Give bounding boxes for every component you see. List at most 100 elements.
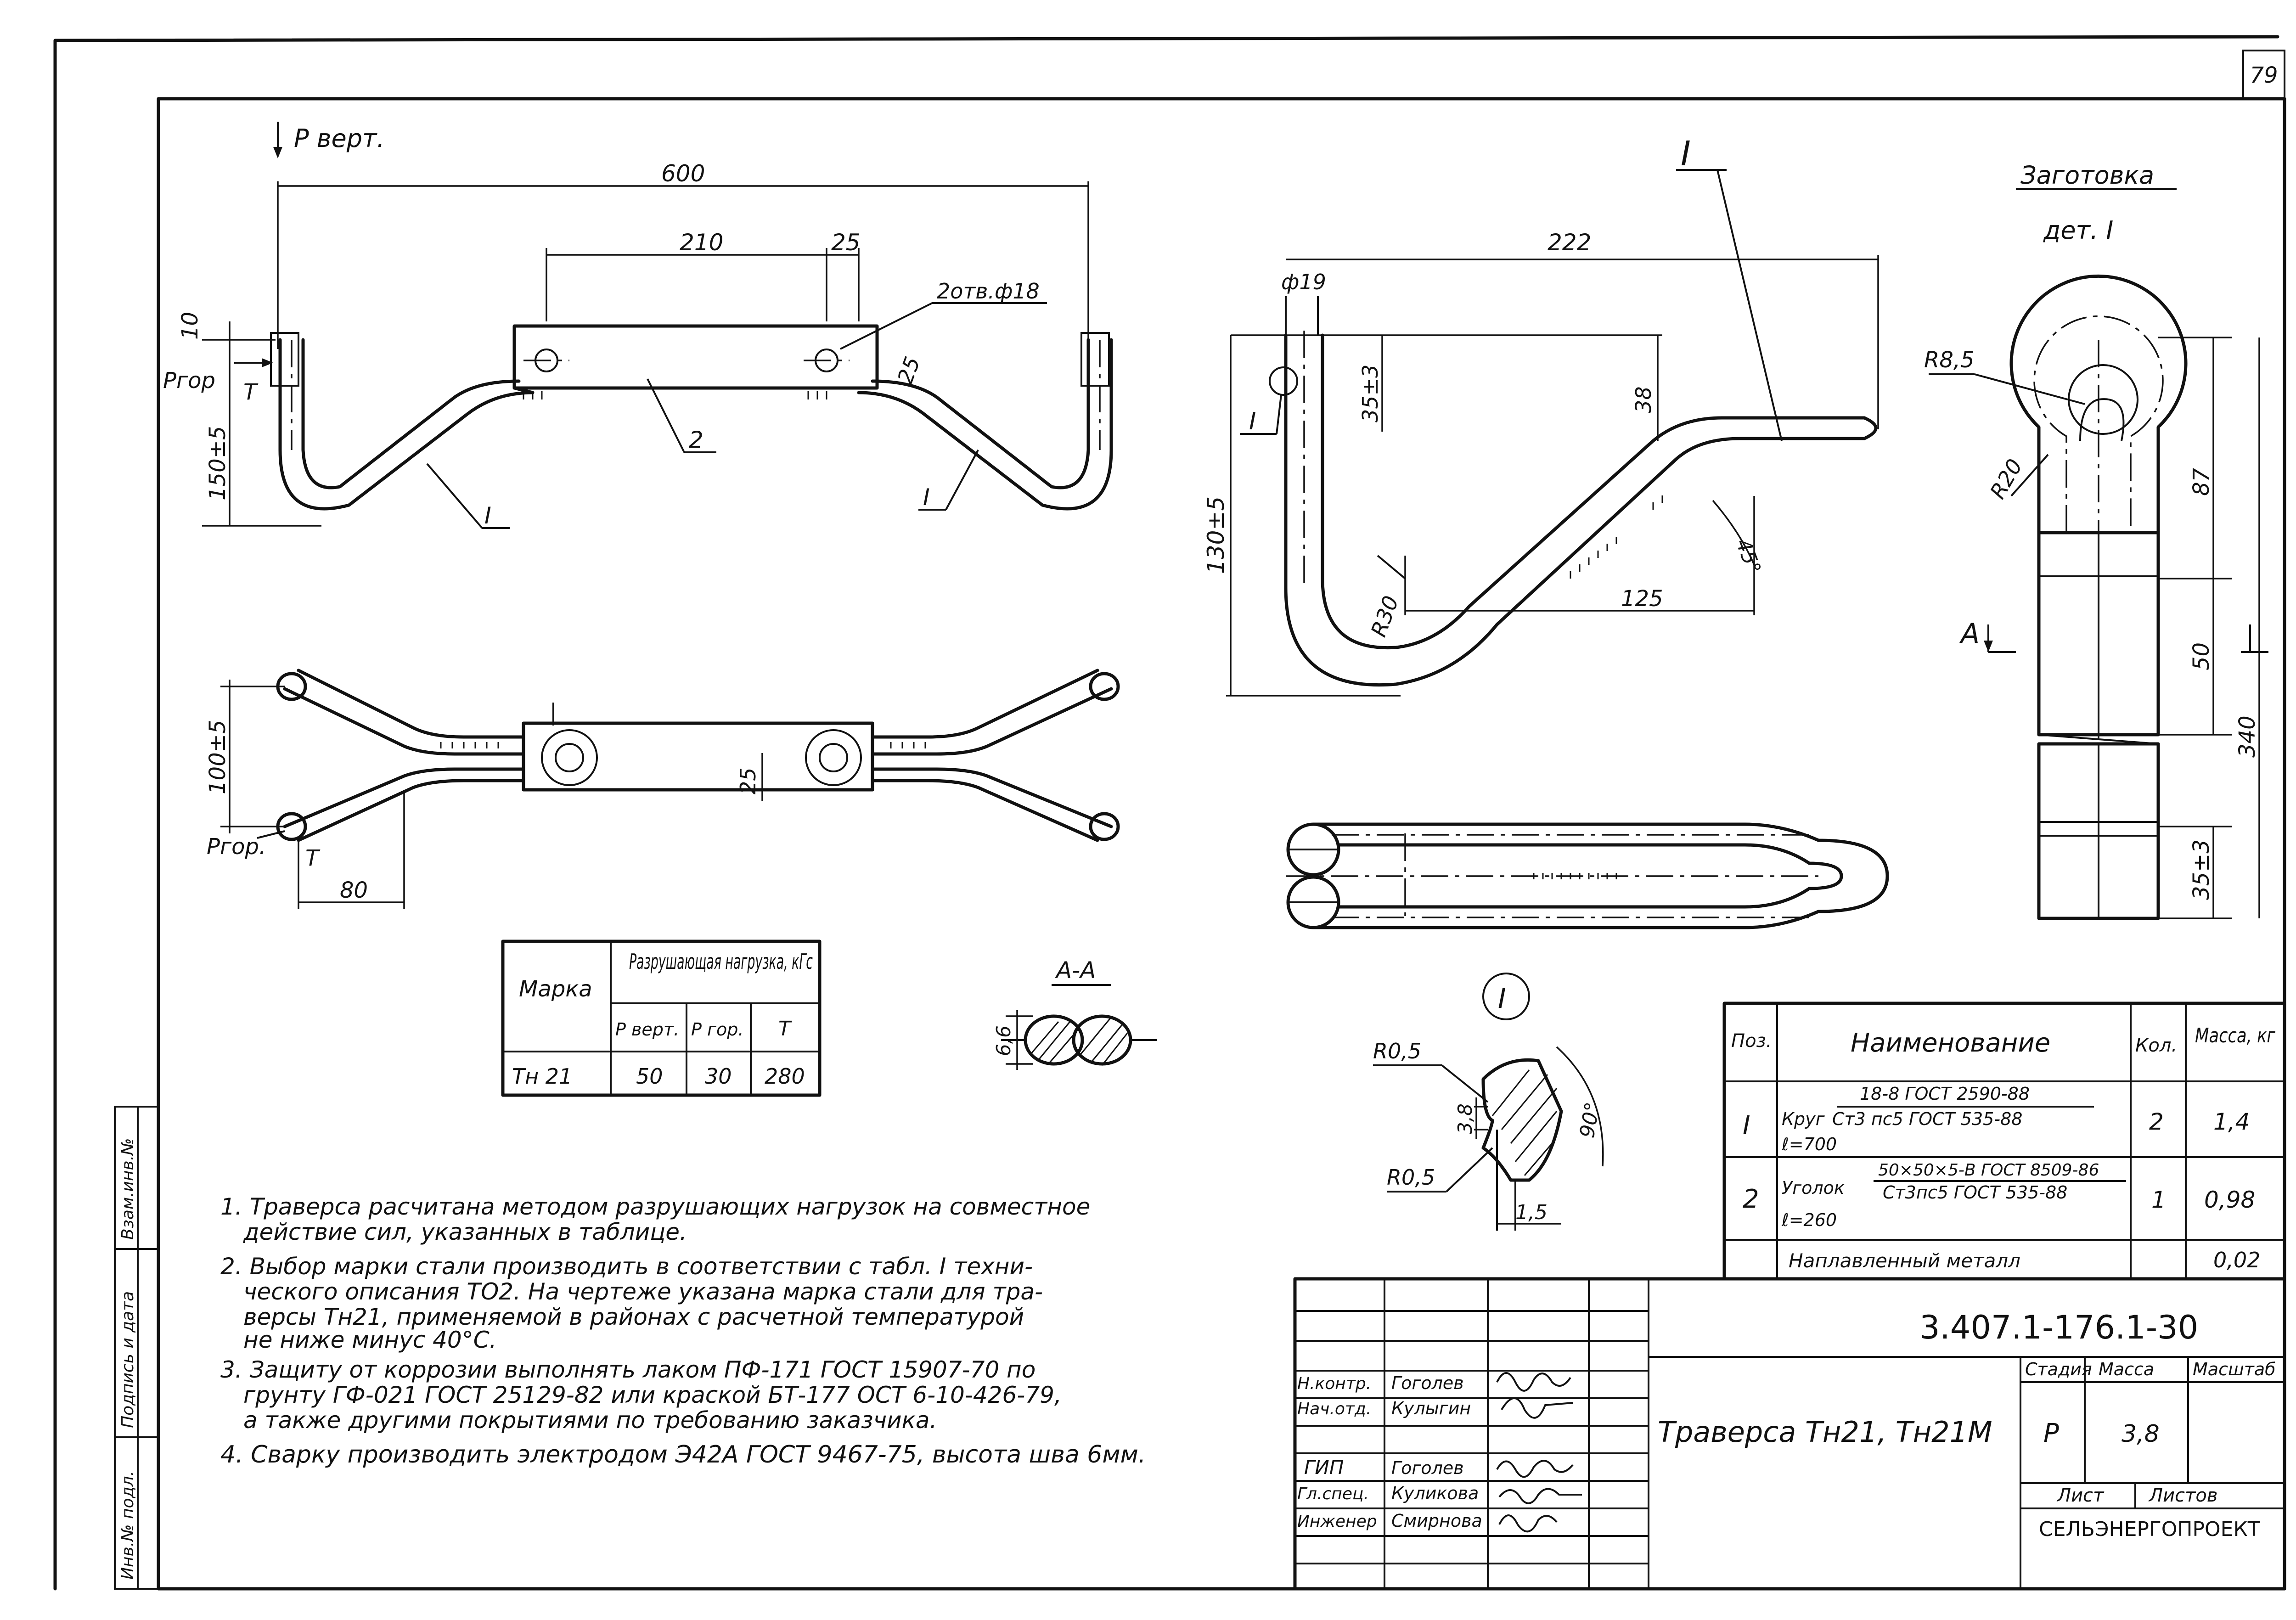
spec-row2-den: Ст3пс5 ГОСТ 535-88 [1883,1182,2067,1203]
tb-name: Смирнова [1391,1511,1482,1531]
plan-view: 100±5 80 25 Pгор. T [205,669,1120,909]
side-dim-45: 45° [1731,535,1766,577]
tb-name: Гоголев [1391,1458,1464,1478]
dim-150: 150±5 [205,426,231,501]
stamp-inv: Инв.№ подл. [118,1471,137,1580]
weld-marks [523,391,827,399]
side-pos-1-callout: I [1249,408,1256,435]
detail-1-dim-15: 1,5 [1515,1201,1548,1224]
dim-10: 10 [177,312,203,340]
blank-dim-340: 340 [2234,715,2260,758]
section-aa-dim: 6,6 [992,1025,1015,1056]
load-table-sub-t: T [778,1017,792,1041]
plan-plate [522,721,874,792]
note-line: действие сил, указанных в таблице. [243,1219,687,1245]
spec-row2-num: 50×50×5-В ГОСТ 8509-86 [1878,1161,2099,1180]
spec-row1-den: Ст3 пс5 ГОСТ 535-88 [1832,1109,2022,1129]
side-dim-222: 222 [1548,229,1591,256]
tb-mass: 3,8 [2122,1420,2160,1448]
note-line: 1. Траверса расчитана методом разрушающи… [220,1193,1090,1220]
plan-dim-80: 80 [340,878,368,903]
side-dim-130: 130±5 [1203,496,1229,574]
sheet-frame: 79 [53,35,2286,1591]
side-dim-r30: R30 [1366,592,1404,640]
dim-600: 600 [661,160,705,187]
note-line: версы Тн21, применяемой в районах с расч… [243,1304,1024,1330]
drawing-border [157,97,2286,1591]
detail-1-r05a: R0,5 [1373,1039,1421,1063]
title-block-rows [1295,1310,1649,1564]
pos-1-label-b: I [923,484,930,511]
stamp-signature: Подпись и дата [118,1291,137,1428]
spec-h-pos: Поз. [1731,1030,1772,1052]
tb-name: Кулыгин [1391,1398,1471,1418]
tb-name: Куликова [1391,1483,1479,1503]
tb-role: Нач.отд. [1297,1400,1371,1418]
load-table-row-mark: Тн 21 [512,1064,572,1089]
blank-dim-87: 87 [2189,467,2214,496]
detail-1: I 3,8 1,5 R0,5 R0,5 90° [1373,973,1604,1231]
dim-25-top: 25 [831,229,861,256]
dim-210: 210 [680,229,723,256]
side-dim-19: ф19 [1281,270,1326,294]
spec-row1-num: 18-8 ГОСТ 2590-88 [1860,1084,2030,1104]
tb-col-mass: Масса [2099,1359,2154,1379]
spec-row2-len: ℓ=260 [1781,1210,1837,1230]
blank-subtitle: дет. I [2043,216,2113,245]
load-table-row-t: 280 [765,1064,805,1089]
tb-title: Траверса Тн21, Тн21М [1658,1415,1992,1449]
load-table-row-pgor: 30 [705,1064,732,1089]
load-table-sub-pgor: P гор. [691,1019,743,1040]
spec-row1-type: Круг [1782,1109,1825,1129]
blank-view: Заготовка дет. I 87 50 340 35±3 R8,5 [1924,161,2268,920]
detail-1-hatch [1491,1069,1558,1176]
side-stamp: Взам.инв.№ Подпись и дата Инв.№ подл. [114,1106,159,1590]
load-table: Марка Разрушающая нагрузка, кГс P верт. … [501,939,822,1097]
blank-dim-r20: R20 [1985,455,2027,503]
signatures [1496,1372,1582,1533]
tb-col-scale: Масштаб [2193,1359,2276,1379]
side-view: 222 ф19 35±3 38 130±5 125 R30 45° I I [1203,134,1879,697]
load-table-row-pvert: 50 [636,1064,663,1089]
note-line: ческого описания ТО2. На чертеже указана… [243,1278,1043,1305]
load-table-sub-pvert: P верт. [615,1019,679,1040]
holes-label: 2отв.ф18 [937,279,1040,304]
tb-col-stage: Стадия [2025,1359,2092,1379]
blank-dim-50: 50 [2189,642,2214,670]
spec-row1-pos: I [1743,1111,1750,1141]
spec-row3-mass: 0,02 [2213,1248,2260,1272]
spec-row2-qty: 1 [2151,1187,2166,1213]
blank-section-mark: A [1959,618,1980,650]
blank-dim-r85: R8,5 [1924,347,1975,373]
spec-row2-pos: 2 [1743,1184,1759,1214]
tb-sheets: Листов [2148,1485,2217,1506]
side-dim-35: 35±3 [1358,365,1383,422]
note-line: 4. Сварку производить электродом Э42А ГО… [220,1441,1146,1468]
blank-dim-35: 35±3 [2189,839,2214,900]
plan-dim-100: 100±5 [205,720,231,794]
plan-weld-marks [440,742,926,748]
note-line: а также другими покрытиями по требованию… [243,1407,937,1434]
tb-org: СЕЛЬЭНЕРГОПРОЕКТ [2039,1518,2260,1541]
sheet-number: 79 [2250,62,2278,88]
spec-table: Поз. Наименование Кол. Масса, кг I Круг … [1722,1001,2286,1281]
side-dim-125: 125 [1621,586,1663,612]
spec-row2-mass: 0,98 [2204,1187,2255,1213]
section-aa-hatch [1030,1017,1128,1066]
spec-row1-qty: 2 [2149,1108,2164,1135]
spec-h-qty: Кол. [2135,1035,2177,1056]
note-line: грунту ГФ-021 ГОСТ 25129-82 или краской … [243,1382,1062,1408]
section-aa-title: A-A [1055,957,1096,984]
plan-t-label: T [305,845,321,871]
angle-plate [512,324,879,390]
plan-load-horizontal: Pгор. [207,834,266,860]
tb-doc-code: 3.407.1-176.1-30 [1919,1309,2198,1346]
tb-sheet: Лист [2056,1485,2105,1506]
tb-role: ГИП [1304,1456,1344,1479]
pos-1-label-a: I [484,502,491,529]
stamp-vzam: Взам.инв.№ [118,1138,137,1240]
pos-2-label: 2 [689,427,703,453]
detail-1-circle [1482,973,1530,1020]
plan-dim-25: 25 [736,767,760,794]
